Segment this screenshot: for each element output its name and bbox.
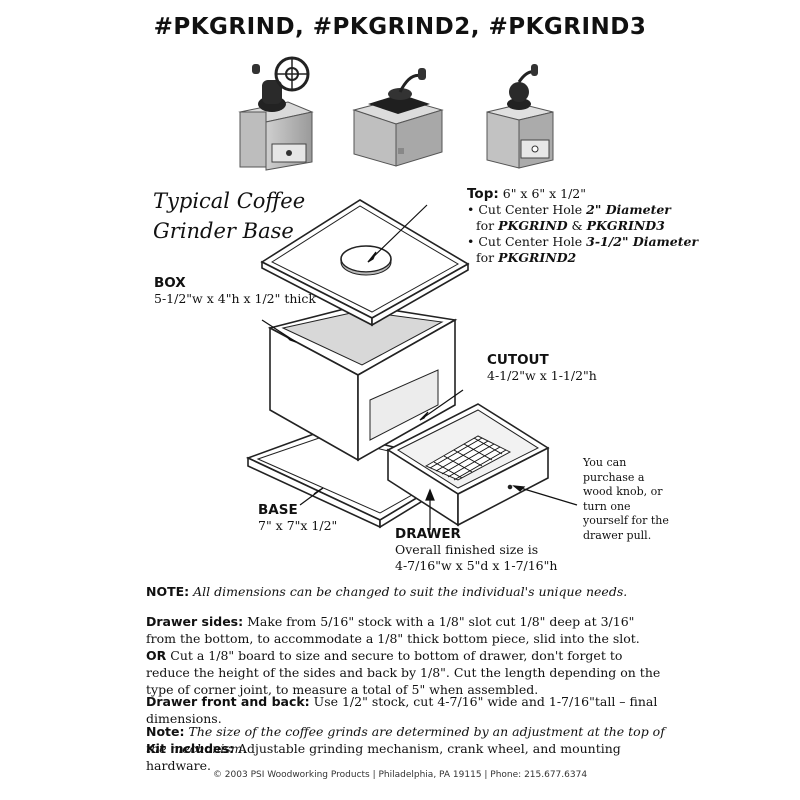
knob-note-line: purchase a [583, 470, 645, 484]
box-heading: BOX [154, 275, 186, 291]
top-label: Top: 6" x 6" x 1/2" • Cut Center Hole 2"… [467, 186, 727, 266]
top-size: 6" x 6" x 1/2" [502, 186, 587, 201]
note-grinds: Note: The size of the coffee grinds are … [146, 723, 666, 757]
note-drawer-front: Drawer front and back: Use 1/2" stock, c… [146, 693, 666, 727]
base-label: BASE 7" x 7"x 1/2" [258, 502, 337, 534]
kit-heading: Kit includes: [146, 741, 234, 756]
knob-note-line: drawer pull. [583, 528, 652, 542]
grinder-photo-pkgrind3 [486, 64, 554, 169]
drawer-front-heading: Drawer front and back: [146, 694, 310, 709]
knob-note: You can purchase a wood knob, or turn on… [583, 456, 669, 543]
box-frame [267, 304, 458, 462]
footer: © 2003 PSI Woodworking Products | Philad… [212, 770, 588, 780]
grinder-photo-pkgrind2 [352, 68, 444, 167]
diagram-title: Typical Coffee Grinder Base [153, 186, 305, 246]
knob-note-line: You can [583, 456, 627, 469]
top-line3-text: • Cut Center Hole [467, 234, 587, 249]
diagram-title-line1: Typical Coffee [153, 189, 306, 213]
top-heading: Top: [467, 186, 499, 202]
box-size: 5-1/2"w x 4"h x 1/2" thick [154, 291, 316, 306]
note-kit: Kit includes: Adjustable grinding mechan… [146, 740, 666, 774]
note-general-text: All dimensions can be changed to suit th… [193, 584, 628, 599]
base-size: 7" x 7"x 1/2" [258, 518, 338, 533]
top-line1-text: • Cut Center Hole [467, 202, 587, 217]
drawer-heading: DRAWER [395, 526, 461, 542]
top-line2-text: for [476, 218, 499, 233]
top-line2-amp: & [567, 218, 587, 233]
drawer-sides-text: Make from 5/16" stock with a 1/8" slot c… [146, 614, 640, 646]
cutout-label: CUTOUT 4-1/2"w x 1-1/2"h [487, 352, 597, 384]
drawer-knob-mark [507, 484, 513, 490]
top-line2-model-b: PKGRIND3 [586, 218, 665, 233]
knob-note-line: wood knob, or [583, 485, 663, 498]
drawer-mesh [429, 437, 507, 481]
note-general: NOTE: All dimensions can be changed to s… [146, 583, 666, 600]
note-grinds-text: The size of the coffee grinds are determ… [146, 724, 665, 756]
drawer-line1: Overall finished size is [395, 542, 539, 557]
top-line2-model-a: PKGRIND [498, 218, 568, 233]
box-label: BOX 5-1/2"w x 4"h x 1/2" thick [154, 275, 316, 307]
base-heading: BASE [258, 502, 298, 518]
drawer-front-text: Use 1/2" stock, cut 4-7/16" wide and 1-7… [146, 694, 658, 726]
knob-note-line: turn one [583, 499, 631, 513]
or-heading: OR [146, 648, 167, 663]
grinder-photo-pkgrind [238, 56, 314, 171]
cutout-heading: CUTOUT [487, 352, 549, 368]
drawer-assembly [386, 403, 550, 527]
top-line1-diameter: 2" Diameter [586, 202, 671, 217]
cutout-size: 4-1/2"w x 1-1/2"h [487, 368, 597, 383]
drawer-line2: 4-7/16"w x 5"d x 1-7/16"h [395, 558, 558, 573]
note-or: OR Cut a 1/8" board to size and secure t… [146, 647, 666, 698]
diagram-title-line2: Grinder Base [153, 219, 294, 243]
page-title: #PKGRIND, #PKGRIND2, #PKGRIND3 [153, 14, 647, 40]
top-line4-model: PKGRIND2 [498, 250, 577, 265]
top-board [260, 199, 470, 327]
top-line3-diameter: 3-1/2" Diameter [586, 234, 699, 249]
note-general-heading: NOTE: [146, 584, 190, 599]
knob-note-line: yourself for the [583, 514, 669, 527]
drawer-sides-heading: Drawer sides: [146, 614, 244, 629]
top-line4-text: for [476, 250, 499, 265]
note-drawer-sides: Drawer sides: Make from 5/16" stock with… [146, 613, 666, 647]
or-text: Cut a 1/8" board to size and secure to b… [146, 648, 661, 697]
kit-text: Adjustable grinding mechanism, crank whe… [146, 741, 621, 773]
note-grinds-heading: Note: [146, 724, 185, 739]
drawer-label: DRAWER Overall finished size is 4-7/16"w… [395, 526, 557, 574]
